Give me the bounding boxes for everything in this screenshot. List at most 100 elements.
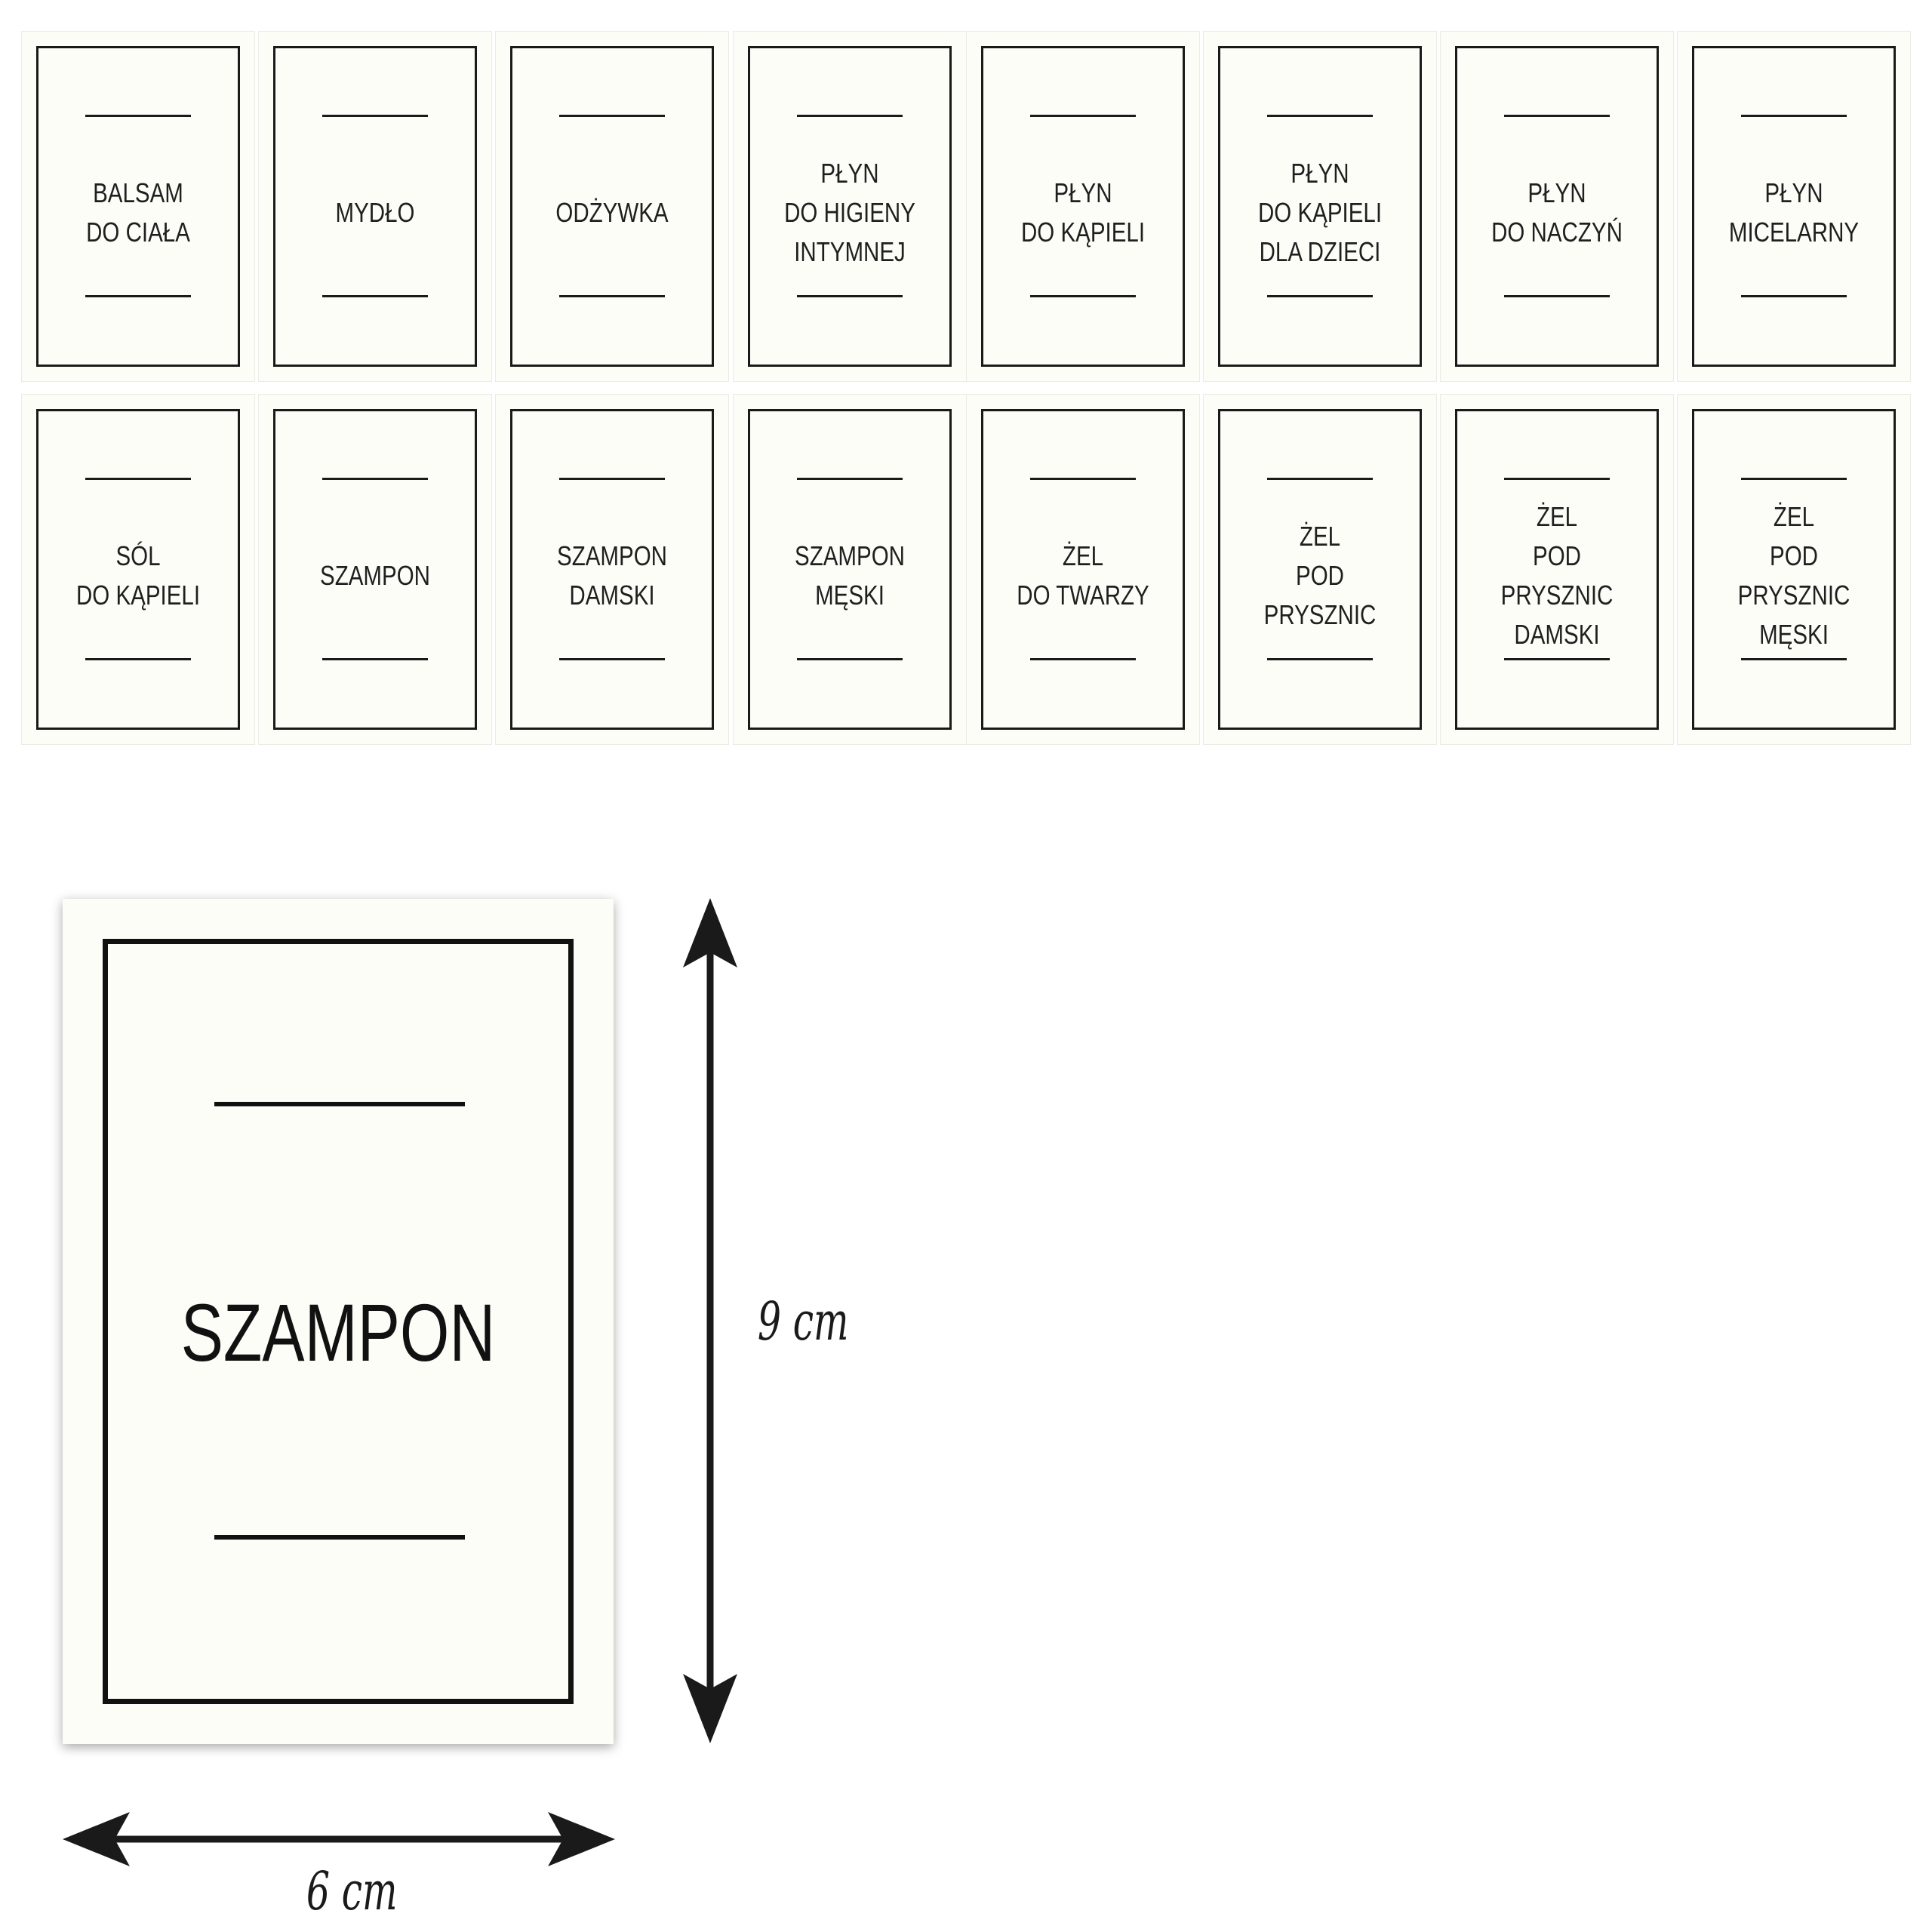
label-card-line-top	[1267, 115, 1373, 117]
label-card-text: SZAMPON	[275, 556, 475, 595]
label-card-line-bottom	[85, 295, 191, 297]
label-card: SÓL DO KĄPIELI	[21, 394, 255, 745]
label-card-text: ODŻYWKA	[512, 193, 712, 232]
label-card-text-line: MĘSKI	[815, 580, 884, 611]
label-card-text: SÓL DO KĄPIELI	[38, 537, 238, 615]
label-card-line-top	[559, 478, 665, 480]
label-card-line-top	[1267, 478, 1373, 480]
label-card-line-top	[559, 115, 665, 117]
label-card-text: SZAMPON DAMSKI	[512, 537, 712, 615]
label-card-text-line: SZAMPON	[557, 540, 667, 571]
label-card-text-line: DO HIGIENY	[784, 197, 915, 228]
label-card-text-line: ŻEL	[1773, 501, 1815, 532]
label-card-line-top	[85, 115, 191, 117]
label-card-text: ŻEL POD PRYSZNIC MĘSKI	[1694, 497, 1894, 654]
label-card-line-bottom	[1504, 295, 1610, 297]
label-card-text-line: INTYMNEJ	[794, 236, 906, 267]
label-card-line-bottom	[559, 658, 665, 660]
label-card-frame: PŁYN DO NACZYŃ	[1455, 46, 1659, 367]
height-arrow-head-bottom	[683, 1674, 737, 1743]
label-card: PŁYN DO KĄPIELI	[966, 31, 1200, 382]
label-card-text-line: PŁYN	[820, 158, 879, 189]
label-card-line-bottom	[1504, 658, 1610, 660]
label-card-text-line: ŻEL	[1299, 521, 1341, 552]
label-card: ODŻYWKA	[495, 31, 729, 382]
label-card-line-bottom	[85, 658, 191, 660]
label-card-line-top	[797, 478, 903, 480]
label-card-frame: SZAMPON DAMSKI	[510, 409, 714, 730]
label-card-text-line: SÓL	[115, 540, 161, 571]
label-card-frame: SZAMPON	[273, 409, 477, 730]
label-card-text-line: POD PRYSZNIC	[1500, 540, 1614, 611]
label-card-text-line: PŁYN	[1054, 177, 1112, 208]
label-card: ŻEL POD PRYSZNIC	[1203, 394, 1437, 745]
height-arrow-head-top	[683, 898, 737, 968]
label-card: ŻEL POD PRYSZNIC DAMSKI	[1440, 394, 1674, 745]
label-card-text-line: ODŻYWKA	[555, 197, 669, 228]
label-card-text: BALSAM DO CIAŁA	[38, 174, 238, 252]
label-card-text-line: DAMSKI	[569, 580, 655, 611]
width-arrow-head-right	[548, 1812, 615, 1866]
label-card-frame: ŻEL POD PRYSZNIC	[1218, 409, 1422, 730]
label-card-line-top	[1504, 478, 1610, 480]
label-card-line-bottom	[797, 295, 903, 297]
label-card-frame: PŁYN DO KĄPIELI	[981, 46, 1185, 367]
label-card-frame: SÓL DO KĄPIELI	[36, 409, 240, 730]
label-card-text-line: MICELARNY	[1728, 217, 1860, 248]
width-arrow-head-left	[63, 1812, 130, 1866]
label-card-line-bottom	[322, 658, 428, 660]
label-card-line-top	[322, 478, 428, 480]
label-card-text-line: POD PRYSZNIC	[1263, 560, 1377, 630]
label-card: SZAMPON DAMSKI	[495, 394, 729, 745]
label-card-text-line: DLA DZIECI	[1259, 236, 1381, 267]
label-card-text-line: ŻEL	[1536, 501, 1578, 532]
label-card-text: MYDŁO	[275, 193, 475, 232]
label-card-text: PŁYN DO KĄPIELI	[983, 174, 1183, 252]
label-card: MYDŁO	[258, 31, 492, 382]
label-grid: BALSAM DO CIAŁA MYDŁO ODŻYWKA PŁYN DO HIGIENY…	[0, 0, 1932, 755]
preview-label-frame	[103, 939, 574, 1704]
label-card-text-line: BALSAM	[93, 177, 183, 208]
label-card: PŁYN DO NACZYŃ	[1440, 31, 1674, 382]
label-card-line-bottom	[1267, 658, 1373, 660]
height-label: 9 cm	[757, 1291, 849, 1352]
label-card-line-bottom	[1267, 295, 1373, 297]
preview-label: SZAMPON	[63, 899, 614, 1744]
label-card-line-top	[1741, 478, 1847, 480]
label-card-frame: MYDŁO	[273, 46, 477, 367]
label-card-line-bottom	[559, 295, 665, 297]
label-card: ŻEL POD PRYSZNIC MĘSKI	[1677, 394, 1911, 745]
label-card-text: ŻEL POD PRYSZNIC DAMSKI	[1457, 497, 1657, 654]
label-card-line-top	[85, 478, 191, 480]
label-card-line-bottom	[1741, 658, 1847, 660]
label-card-text-line: POD PRYSZNIC	[1737, 540, 1850, 611]
label-card-text-line: DO KĄPIELI	[75, 580, 201, 611]
label-card-text-line: MĘSKI	[1759, 619, 1829, 650]
label-card-text-line: DO NACZYŃ	[1491, 217, 1623, 248]
label-card-text-line: DAMSKI	[1514, 619, 1600, 650]
label-card-line-bottom	[797, 658, 903, 660]
label-card-frame: ODŻYWKA	[510, 46, 714, 367]
label-card-text-line: DO KĄPIELI	[1020, 217, 1146, 248]
label-card-frame: BALSAM DO CIAŁA	[36, 46, 240, 367]
label-card: PŁYN DO HIGIENY INTYMNEJ	[733, 31, 967, 382]
label-card-text-line: PŁYN	[1527, 177, 1586, 208]
preview-line-top	[214, 1102, 465, 1106]
label-card-frame: ŻEL POD PRYSZNIC DAMSKI	[1455, 409, 1659, 730]
label-card-text-line: PŁYN	[1764, 177, 1823, 208]
label-card-line-top	[1030, 478, 1136, 480]
preview-label-text: SZAMPON	[180, 1287, 496, 1378]
label-card-frame: ŻEL POD PRYSZNIC MĘSKI	[1692, 409, 1896, 730]
label-card: SZAMPON	[258, 394, 492, 745]
label-card-text-line: DO CIAŁA	[86, 217, 190, 248]
label-card-text-line: MYDŁO	[335, 197, 415, 228]
label-card-line-top	[322, 115, 428, 117]
